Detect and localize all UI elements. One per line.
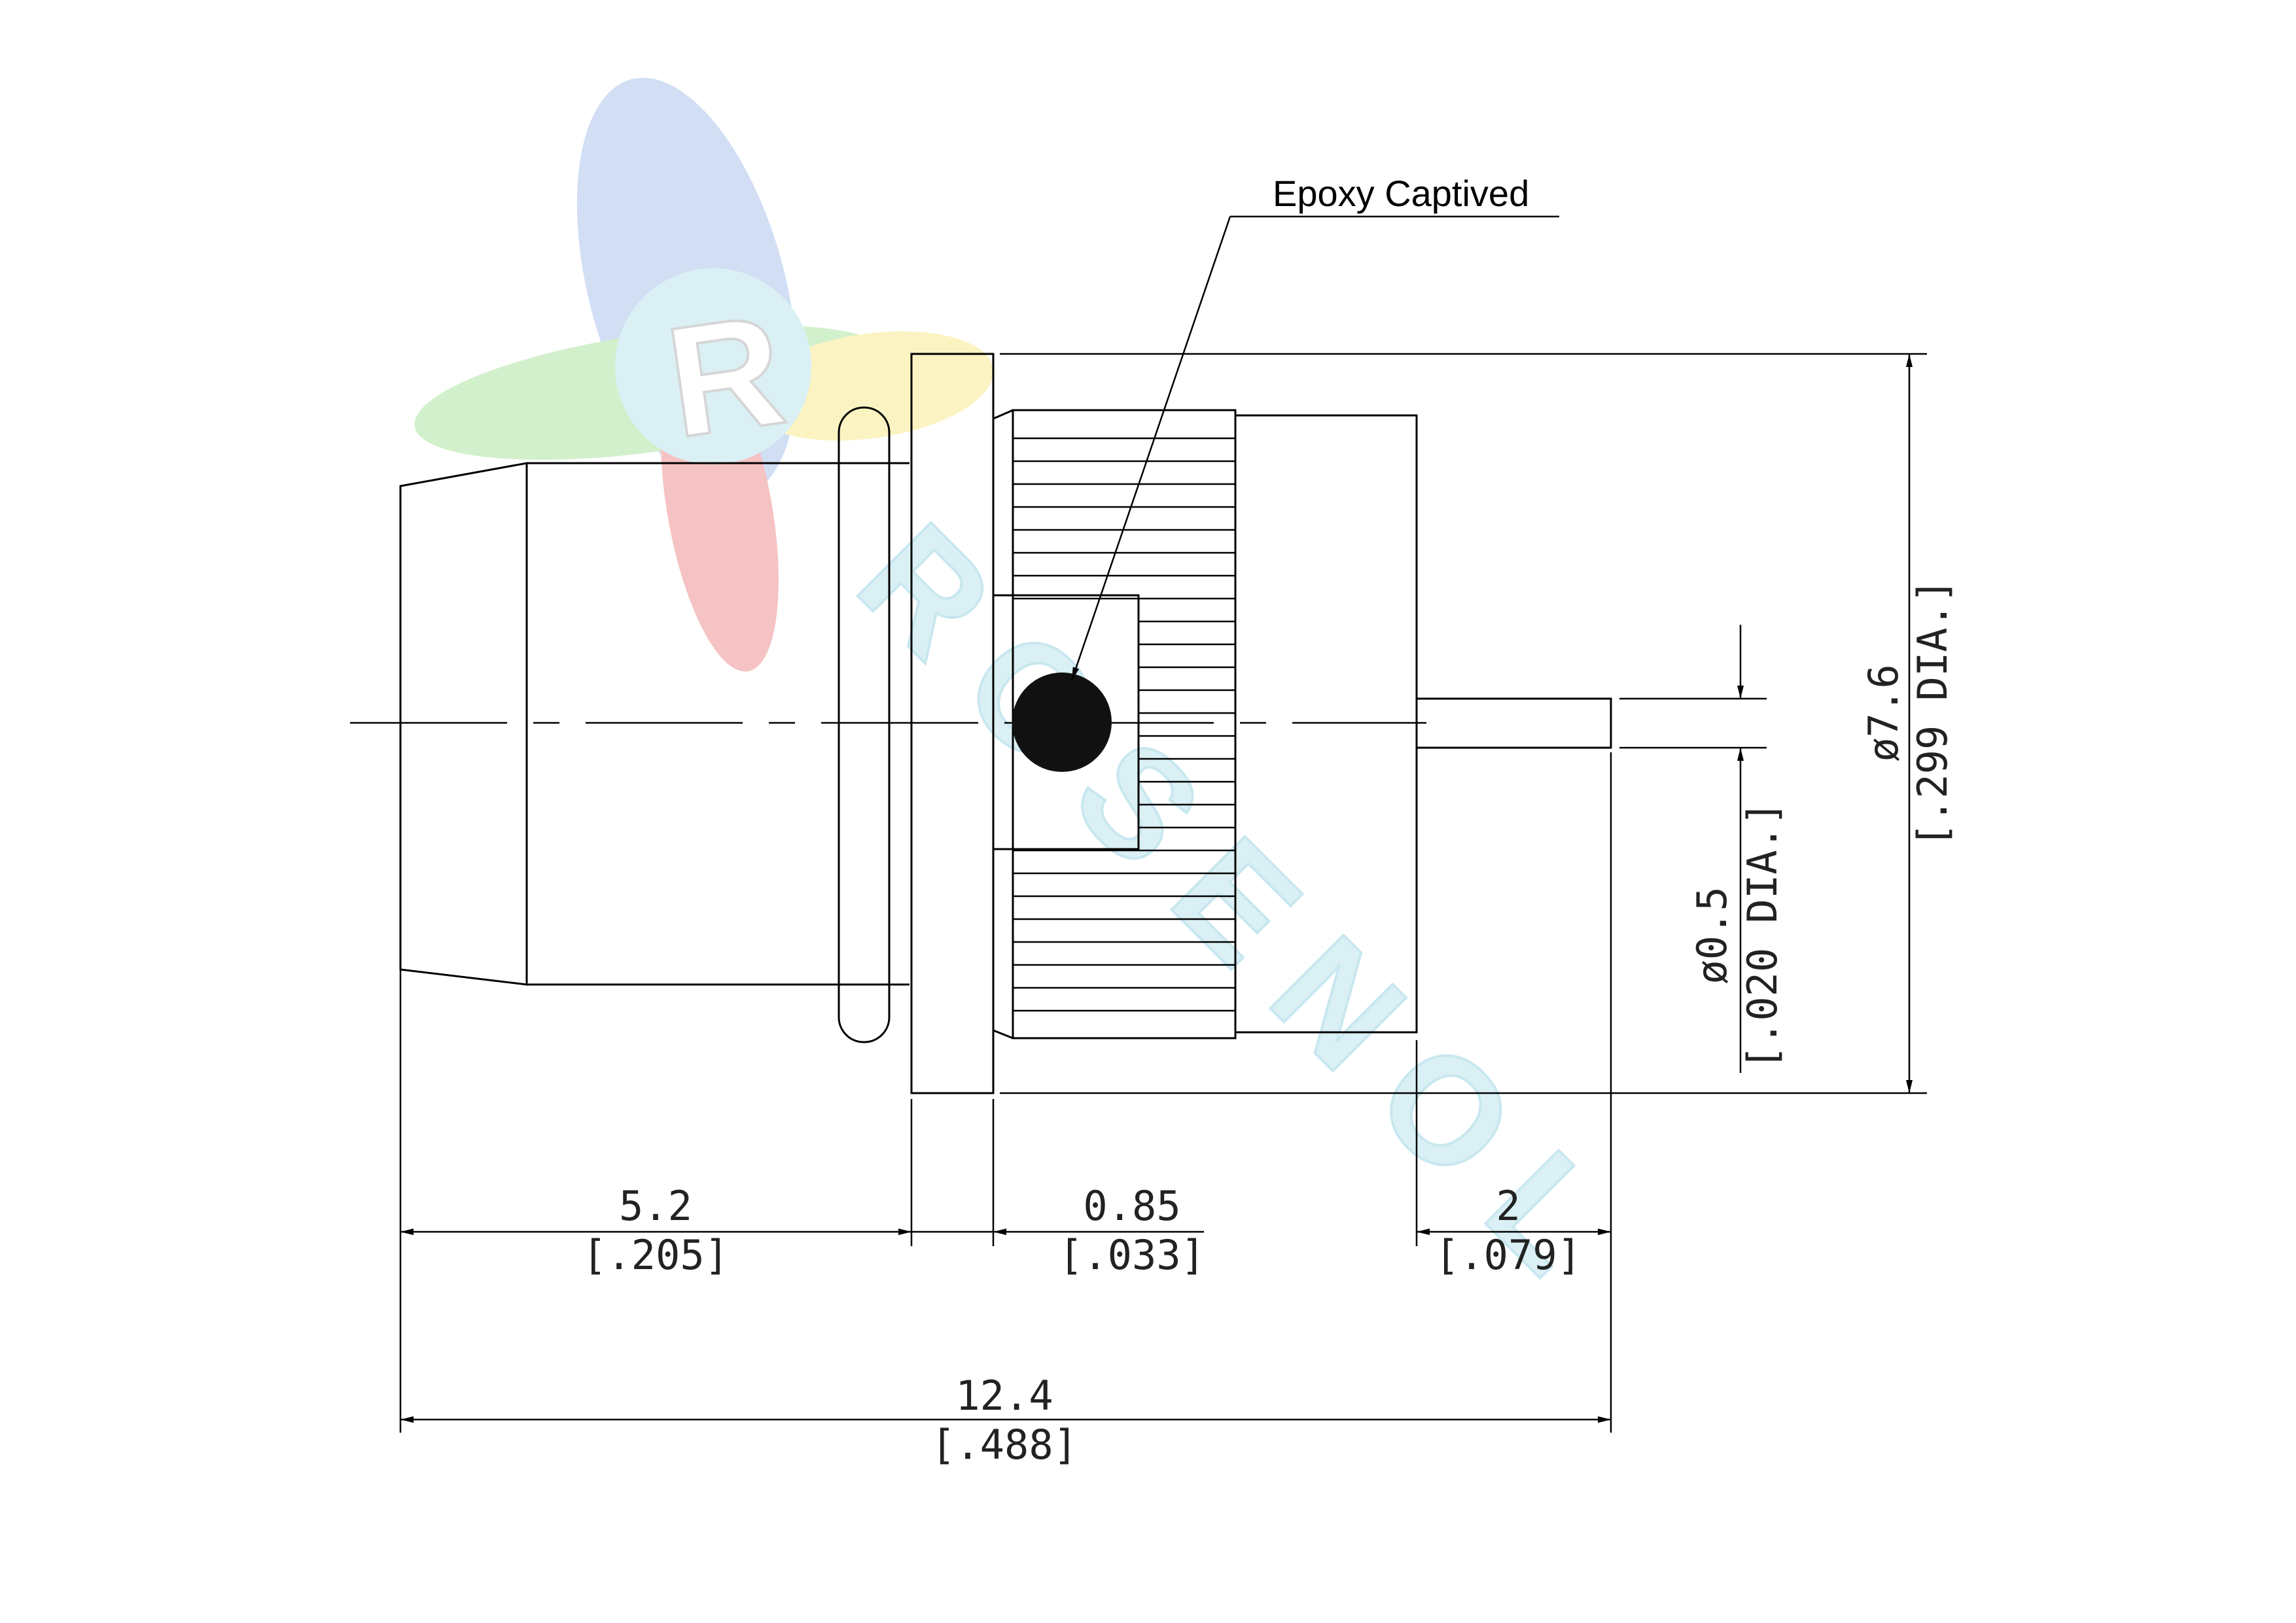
extension-lines	[399, 353, 1927, 1433]
dim-outer-diameter-metric: ø7.6	[1860, 664, 1907, 761]
dim-cable-end-imperial: [.205]	[582, 1231, 729, 1279]
dim-flange-imperial: [.033]	[1059, 1231, 1205, 1279]
dim-pin-length-metric: 2	[1496, 1182, 1520, 1230]
dim-pin-diameter-metric: ø0.5	[1688, 886, 1736, 984]
dim-pin-length: 2 [.079]	[1417, 1182, 1611, 1279]
contact-pin	[1415, 697, 1612, 749]
dim-overall-length: 12.4 [.488]	[400, 1372, 1611, 1469]
watermark-text: ROSENOL	[828, 493, 1667, 1332]
dim-overall-metric: 12.4	[955, 1372, 1053, 1420]
watermark-logo: R	[414, 77, 994, 672]
dim-flange-metric: 0.85	[1083, 1182, 1180, 1230]
knurl-lines	[1013, 437, 1235, 1012]
dim-outer-diameter: ø7.6 [.299 DIA.]	[1860, 354, 1956, 1093]
dim-pin-length-imperial: [.079]	[1435, 1231, 1581, 1279]
o-ring	[838, 406, 891, 1043]
dim-pin-diameter-imperial: [.020 DIA.]	[1739, 801, 1786, 1070]
dim-pin-diameter: ø0.5 [.020 DIA.]	[1688, 625, 1786, 1073]
knurled-nut-bevel	[993, 409, 1014, 1039]
cable-end-taper	[399, 462, 528, 986]
ferrule-body	[527, 462, 910, 986]
bayonet-slot	[992, 594, 1140, 850]
dim-flange-thickness: 0.85 [.033]	[911, 1182, 1205, 1279]
dim-cable-end-metric: 5.2	[619, 1182, 692, 1230]
dim-overall-imperial: [.488]	[931, 1421, 1078, 1469]
epoxy-callout: Epoxy Captived	[1070, 173, 1559, 681]
epoxy-callout-label: Epoxy Captived	[1273, 173, 1529, 214]
connector-body	[399, 353, 1612, 1094]
watermark-logo-letter: R	[657, 281, 794, 471]
epoxy-dot	[1012, 672, 1112, 772]
dim-outer-diameter-imperial: [.299 DIA.]	[1909, 579, 1956, 848]
dim-cable-end-length: 5.2 [.205]	[400, 1182, 911, 1279]
